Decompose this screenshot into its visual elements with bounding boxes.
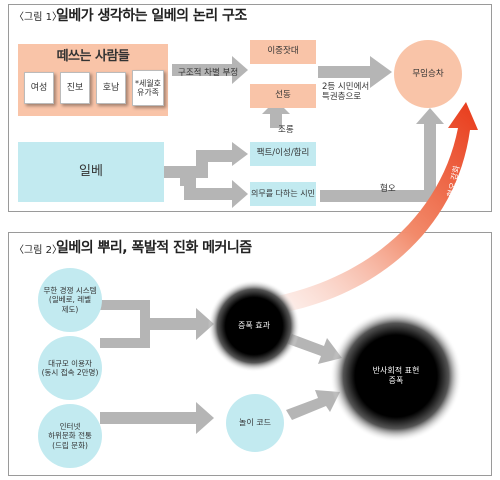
amplification-glow bbox=[208, 280, 300, 372]
hatred-label: 혐오 bbox=[380, 184, 396, 194]
ilbe-box: 일베 bbox=[18, 142, 164, 202]
arrow-play-to-antisocial bbox=[286, 390, 340, 420]
second-class-label: 2등 시민에서 특권층으로 bbox=[322, 82, 370, 103]
facts-box: 팩트/이성/합리 bbox=[250, 142, 316, 166]
scapegoats-title: 떼쓰는 사람들 bbox=[56, 49, 130, 64]
figure-1-title: 일베가 생각하는 일베의 논리 구조 bbox=[56, 8, 247, 24]
antisocial-glow bbox=[330, 310, 462, 442]
scapegoat-item: 진보 bbox=[60, 72, 90, 104]
play-code-circle: 놀이 코드 bbox=[226, 394, 284, 452]
scapegoat-item: *세월호 유가족 bbox=[132, 70, 164, 106]
scapegoat-item: 여성 bbox=[24, 72, 54, 104]
arrow-merge-to-amplification bbox=[100, 300, 214, 348]
arrow-to-free-rider bbox=[318, 56, 392, 88]
figure-2-gray-arrows bbox=[100, 300, 342, 434]
arrow-to-dutiful bbox=[180, 178, 248, 208]
figure-1-label: 〈그림 1〉 bbox=[14, 12, 62, 23]
cause-subculture: 인터넷 하위문화 전통 (드립 문화) bbox=[38, 404, 102, 468]
manipulation-label: 조롱 bbox=[278, 125, 294, 135]
arrow-to-play-code bbox=[100, 402, 214, 434]
arrow-amp-to-antisocial bbox=[288, 334, 342, 364]
figure-2-label: 〈그림 2〉 bbox=[14, 245, 62, 256]
amplification-label: 증폭 효과 bbox=[238, 321, 270, 330]
antisocial-label: 반사회적 표현 증폭 bbox=[372, 366, 420, 385]
structural-discrimination-label: 구조적 차별 부정 bbox=[178, 68, 239, 78]
arrow-to-double-standard bbox=[172, 56, 248, 84]
incitement-box: 선동 bbox=[250, 84, 316, 108]
red-reinforcement-arrow bbox=[255, 102, 478, 316]
free-rider-circle: 무임승차 bbox=[394, 40, 462, 108]
arrow-to-facts bbox=[162, 142, 248, 178]
dutiful-citizen-box: 의무를 다하는 시민 bbox=[250, 182, 316, 206]
arrow-hatred-to-free-rider bbox=[320, 108, 444, 202]
figure-2-title: 일베의 뿌리, 폭발적 진화 메커니즘 bbox=[56, 240, 252, 256]
cause-large-users: 대규모 이용자 (동시 접속 2만명) bbox=[38, 336, 102, 400]
scapegoat-item: 호남 bbox=[96, 72, 126, 104]
cause-competition: 무한 경쟁 시스템 (일베로, 레벨 제도) bbox=[38, 268, 102, 332]
double-standard-box: 이중잣대 bbox=[250, 40, 316, 64]
